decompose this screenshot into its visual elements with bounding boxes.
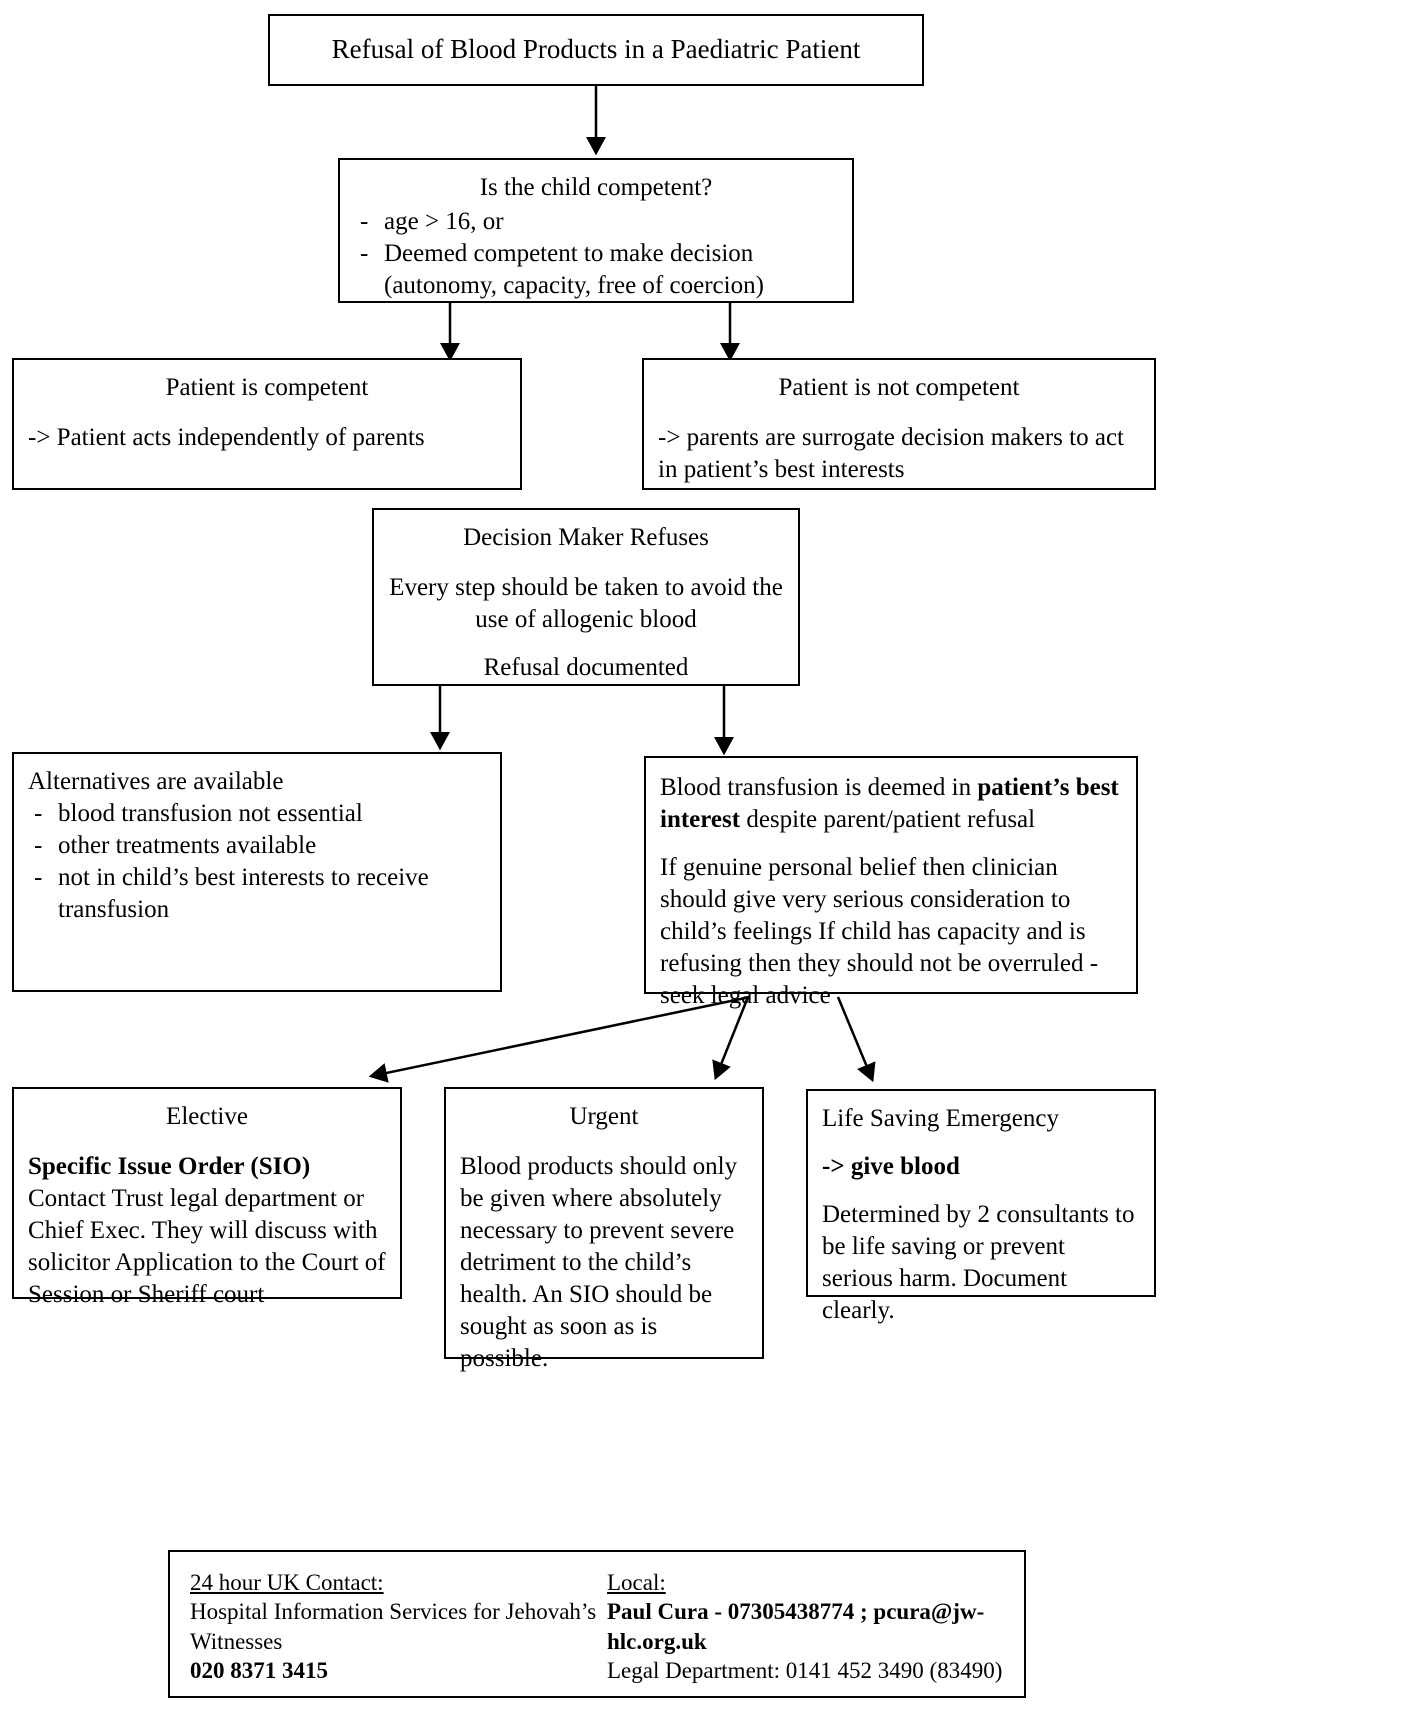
spacer [658, 406, 1140, 422]
node-competence-question: Is the child competent? age > 16, or Dee… [338, 158, 854, 303]
patient-not-competent-heading: Patient is not competent [778, 374, 1020, 401]
node-contacts: 24 hour UK Contact: Hospital Information… [168, 1550, 1026, 1698]
spacer [388, 556, 784, 572]
node-urgent: Urgent Blood products should only be giv… [444, 1087, 764, 1372]
elective-body: Contact Trust legal department or Chief … [28, 1185, 386, 1308]
spacer [388, 636, 784, 652]
best-interest-line-1-post: despite parent/patient refusal [740, 806, 1036, 833]
node-decision-maker-refuses: Decision Maker Refuses Every step should… [372, 508, 800, 686]
elective-bold-line: Specific Issue Order (SIO) [28, 1153, 311, 1180]
contacts-local-person: Paul Cura - 07305438774 ; pcura@jw-hlc.o… [607, 1599, 985, 1654]
spacer [28, 406, 506, 422]
contacts-uk-label: 24 hour UK Contact: [190, 1570, 384, 1595]
contacts-local-label: Local: [607, 1570, 666, 1595]
alternatives-heading: Alternatives are available [28, 768, 284, 795]
decision-maker-refuses-heading: Decision Maker Refuses [463, 524, 709, 551]
spacer [822, 1183, 1140, 1199]
node-elective: Elective Specific Issue Order (SIO) Cont… [12, 1087, 402, 1308]
node-life-saving-emergency: Life Saving Emergency -> give blood Dete… [806, 1089, 1156, 1324]
contacts-uk-org: Hospital Information Services for Jehova… [190, 1599, 597, 1654]
competence-question-heading: Is the child competent? [479, 174, 713, 201]
best-interest-line-1: Blood transfusion is deemed in patient’s… [660, 772, 1122, 836]
node-alternatives-available: Alternatives are available blood transfu… [12, 752, 502, 992]
emergency-bold-line: -> give blood [822, 1153, 960, 1180]
list-item: blood transfusion not essential [28, 798, 486, 830]
decision-maker-refuses-body-2: Refusal documented [483, 654, 689, 681]
node-best-interest: Blood transfusion is deemed in patient’s… [644, 756, 1138, 1009]
contacts-local-legal: Legal Department: 0141 452 3490 (83490) [607, 1658, 1003, 1684]
list-item: other treatments available [28, 830, 486, 862]
spacer [28, 1135, 386, 1151]
list-item: not in child’s best interests to receive… [28, 862, 486, 926]
node-title: Refusal of Blood Products in a Paediatri… [268, 14, 924, 86]
alternatives-bullets: blood transfusion not essential other tr… [28, 798, 486, 926]
emergency-body: Determined by 2 consultants to be life s… [822, 1201, 1135, 1324]
urgent-body: Blood products should only be given wher… [460, 1153, 738, 1372]
spacer [460, 1135, 748, 1151]
urgent-heading: Urgent [569, 1103, 639, 1130]
node-title-heading: Refusal of Blood Products in a Paediatri… [331, 33, 861, 64]
best-interest-body: If genuine personal belief then clinicia… [660, 854, 1099, 1009]
elective-heading: Elective [166, 1103, 248, 1130]
node-patient-not-competent: Patient is not competent -> parents are … [642, 358, 1156, 490]
decision-maker-refuses-body-1: Every step should be taken to avoid the … [389, 574, 783, 633]
patient-competent-heading: Patient is competent [165, 374, 369, 401]
patient-competent-body: -> Patient acts independently of parents [28, 424, 425, 451]
competence-question-bullets: age > 16, or Deemed competent to make de… [354, 206, 838, 302]
node-patient-competent: Patient is competent -> Patient acts ind… [12, 358, 522, 490]
emergency-heading: Life Saving Emergency [822, 1105, 1059, 1132]
best-interest-line-1-pre: Blood transfusion is deemed in [660, 774, 978, 801]
contacts-uk-phone: 020 8371 3415 [190, 1658, 328, 1684]
list-item: age > 16, or [354, 206, 838, 238]
best-interest-line-1-bold: patient’s best interest [660, 774, 1119, 833]
contacts-local-column: Local: Paul Cura - 07305438774 ; pcura@j… [607, 1568, 1024, 1686]
patient-not-competent-body: -> parents are surrogate decision makers… [658, 424, 1124, 483]
spacer [660, 836, 1122, 852]
spacer [822, 1135, 1140, 1151]
contacts-uk-column: 24 hour UK Contact: Hospital Information… [170, 1568, 607, 1686]
list-item: Deemed competent to make decision (auton… [354, 238, 838, 302]
